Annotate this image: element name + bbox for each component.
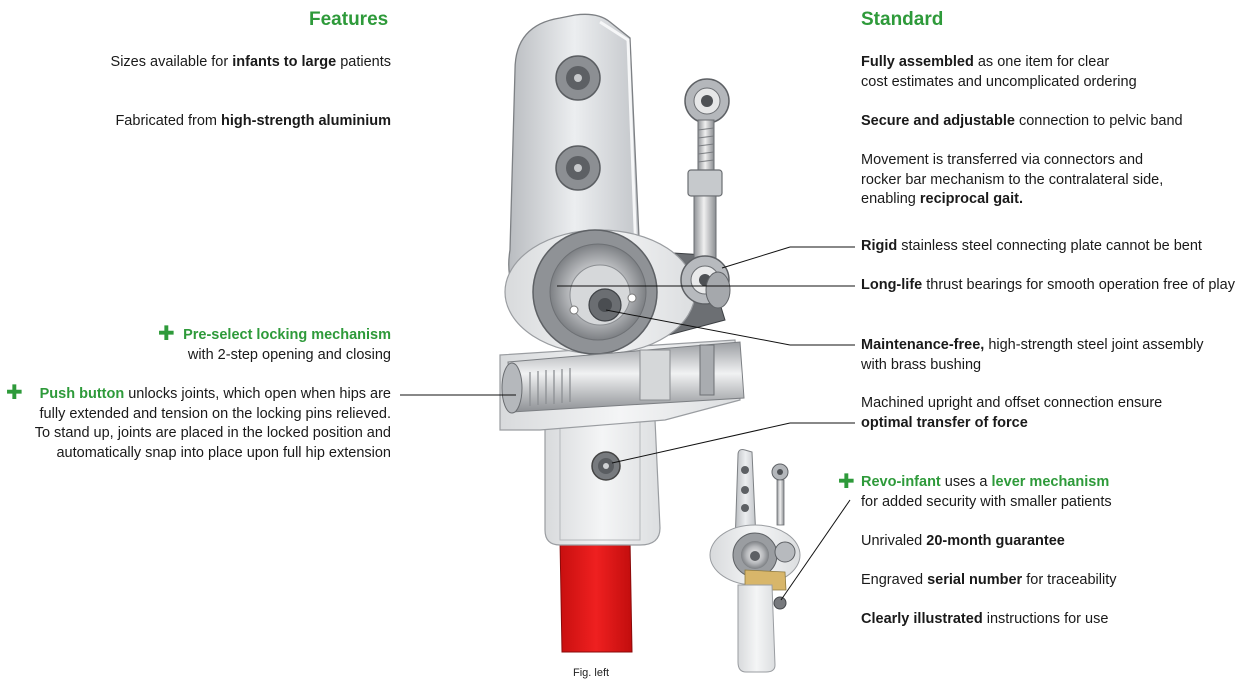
standard-heading: Standard [861, 9, 944, 30]
feature-sizes: Sizes available for infants to large pat… [110, 54, 391, 70]
plus-icon: ✚ [158, 323, 175, 345]
revo-infant-illustration [709, 449, 801, 673]
standard-guarantee: Unrivaled 20-month guarantee [861, 533, 1065, 549]
standard-movement: Movement is transferred via connectors a… [861, 152, 1164, 207]
plus-icon: ✚ [6, 382, 23, 404]
red-upright-bar [559, 539, 633, 653]
standard-rigid: Rigid stainless steel connecting plate c… [861, 238, 1202, 254]
features-heading: Features [309, 9, 389, 30]
figure-caption: Fig. left [573, 667, 610, 679]
standard-serial: Engraved serial number for traceability [861, 572, 1117, 588]
standard-machined: Machined upright and offset connection e… [861, 395, 1163, 431]
plus-icon: ✚ [838, 471, 855, 493]
standard-instructions: Clearly illustrated instructions for use [861, 611, 1109, 627]
feature-push-button: Push button unlocks joints, which open w… [34, 386, 391, 461]
leader-lines [400, 246, 855, 601]
standard-secure: Secure and adjustable connection to pelv… [861, 113, 1183, 129]
feature-material: Fabricated from high-strength aluminium [115, 113, 391, 129]
lower-housing [544, 419, 661, 546]
standard-maintenance: Maintenance-free, high-strength steel jo… [861, 337, 1204, 373]
standard-longlife: Long-life thrust bearings for smooth ope… [861, 277, 1235, 293]
